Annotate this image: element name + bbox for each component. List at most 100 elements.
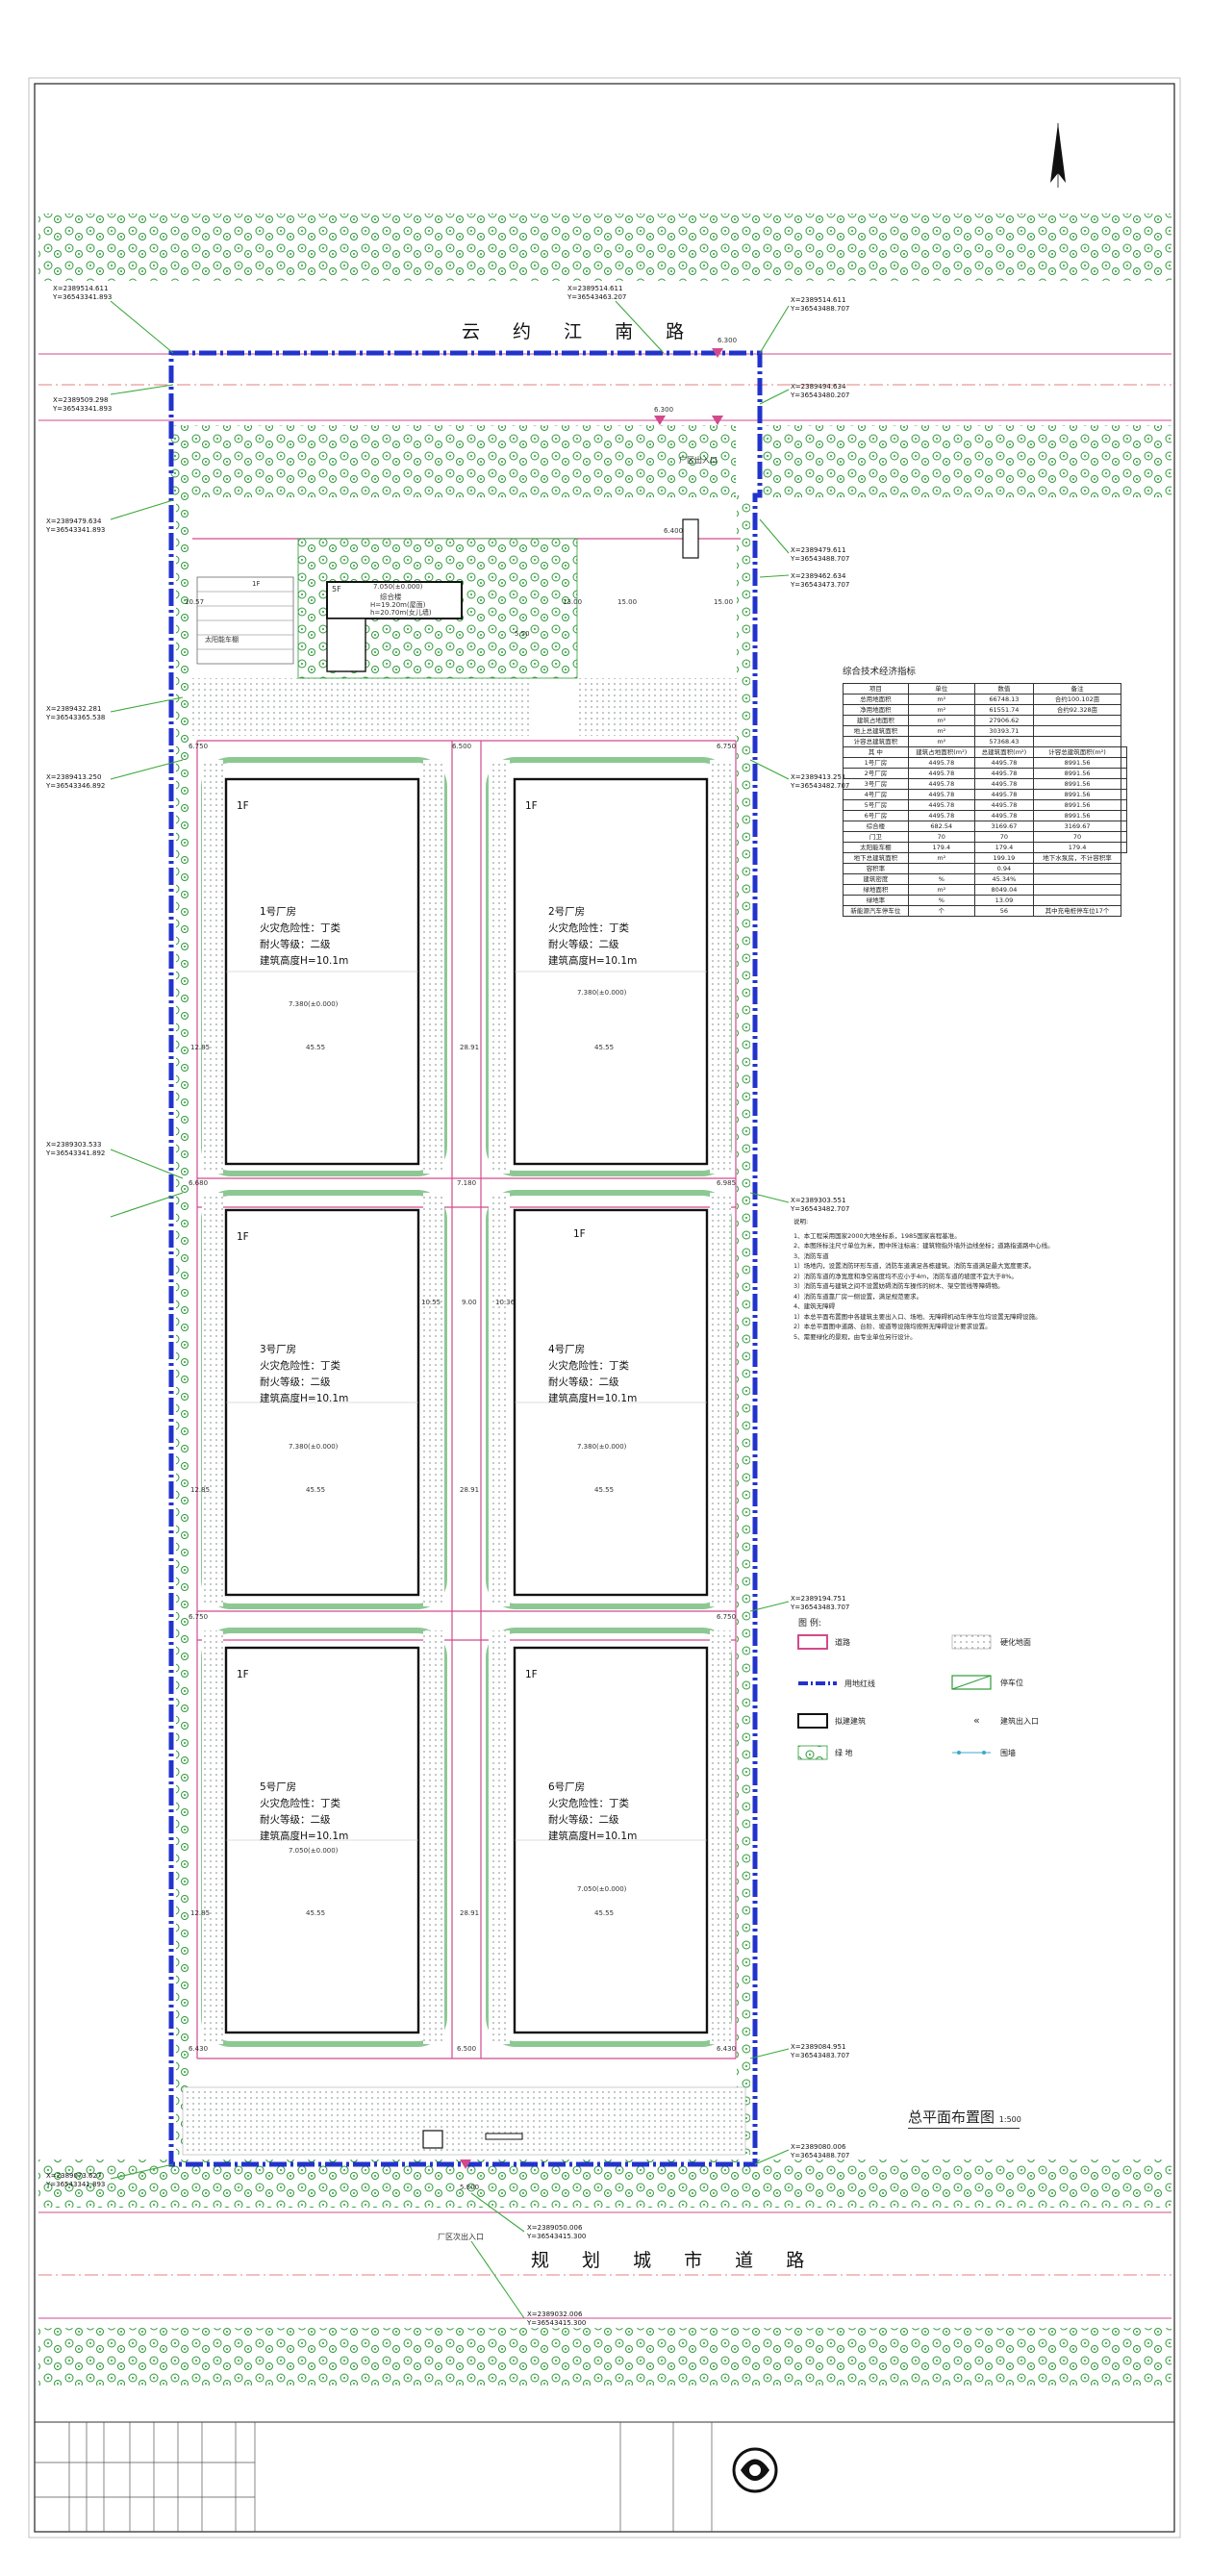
- tree-belt-north-2: [168, 425, 736, 497]
- office-floor: 5F: [332, 585, 341, 593]
- table-cell: 太阳能车棚: [843, 842, 909, 853]
- tree-belt-north-3: [760, 425, 1171, 497]
- tree-belt-bottom: [38, 2328, 1171, 2386]
- coordinate-label: X=2389514.611 Y=36543488.707: [791, 296, 850, 313]
- table-cell: 项目: [843, 683, 909, 695]
- north-arrow-icon: [1050, 123, 1066, 188]
- legend-redline: 用地红线: [844, 1679, 875, 1688]
- internal-roads: [192, 538, 741, 2059]
- factory-hazard: 火灾危险性：丁类: [260, 1360, 340, 1372]
- factory-width: 45.55: [306, 1486, 326, 1494]
- note-line: 2、本图所标注尺寸单位为米，图中所注标高：建筑物指外墙外边线坐标；道路指道路中心…: [793, 1242, 1054, 1250]
- table-cell: 45.34%: [973, 873, 1035, 885]
- factory-paving: [202, 760, 731, 2044]
- table-cell: 地下水泵房，不计容积率: [1033, 852, 1122, 864]
- factory-hazard: 火灾危险性：丁类: [548, 1798, 629, 1809]
- factory-height: 建筑高度H=10.1m: [548, 1831, 638, 1842]
- carport-hatch: [197, 591, 293, 650]
- note-line: 4）消防车道靠厂房一侧设置，满足规范要求。: [793, 1292, 923, 1301]
- factory-rating: 耐火等级：二级: [548, 939, 619, 950]
- table-cell: 0.94: [973, 863, 1035, 874]
- legend-entrance: 建筑出入口: [1000, 1717, 1039, 1726]
- table-row: 绿地率%13.09: [843, 895, 1127, 906]
- entrance-markers: [460, 348, 723, 2169]
- table-cell: 4495.78: [907, 810, 975, 821]
- table-cell: 3169.67: [973, 821, 1035, 832]
- legend-road: 道路: [835, 1638, 850, 1647]
- table-cell: 4495.78: [973, 757, 1035, 769]
- factory-hazard: 火灾危险性：丁类: [548, 922, 629, 934]
- factory-rating: 耐火等级：二级: [548, 1814, 619, 1826]
- table-cell: 数值: [973, 683, 1035, 695]
- note-line: 3）消防车道与建筑之间不设置妨碍消防车操作的树木、架空管线等障碍物。: [793, 1282, 1004, 1290]
- table-cell: m²: [907, 715, 975, 726]
- note-line: 1、本工程采用国家2000大地坐标系，1985国家高程基准。: [793, 1231, 961, 1240]
- table-cell: 8991.56: [1033, 789, 1122, 800]
- factory-name: 3号厂房: [260, 1344, 297, 1355]
- north-paving-west: [192, 678, 529, 736]
- table-cell: 4495.78: [907, 799, 975, 811]
- table-cell: 682.54: [907, 821, 975, 832]
- table-cell: 计容总建筑面积(m²): [1033, 746, 1122, 758]
- table-cell: [1121, 778, 1127, 790]
- table-cell: m²: [907, 704, 975, 716]
- elevation-mark: 6.750: [189, 743, 209, 750]
- coordinate-label: X=2389494.634 Y=36543480.207: [791, 383, 850, 399]
- factory-height: 建筑高度H=10.1m: [260, 955, 349, 967]
- table-row: 建筑密度%45.34%: [843, 873, 1127, 885]
- dimension-label: 12.85: [190, 1909, 211, 1917]
- factory-elevation: 7.380(±0.000): [577, 989, 627, 997]
- dimension-label: 12.85: [190, 1486, 211, 1494]
- table-cell: 4495.78: [973, 789, 1035, 800]
- title-block-cells: [35, 2422, 713, 2532]
- elevation-mark: 6.985: [717, 1179, 737, 1187]
- notes-title: 说明:: [793, 1218, 809, 1225]
- note-line: 2）本总平面图中道路、台阶、坡道等设施均按照无障碍设计要求设置。: [793, 1323, 992, 1330]
- plan-title-scale: 1:500: [998, 2115, 1021, 2124]
- design-notes: 说明: 1、本工程采用国家2000大地坐标系，1985国家高程基准。 2、本图所标…: [793, 1217, 1135, 1342]
- table-cell: 4495.78: [907, 768, 975, 779]
- dimension-label: 28.91: [460, 1909, 480, 1917]
- table-cell: 计容总建筑面积: [843, 736, 909, 747]
- table-cell: 单位: [907, 683, 975, 695]
- office-annex: [326, 618, 366, 672]
- office-height-roof: H=19.20m(屋面): [370, 601, 426, 609]
- elevation-mark: 6.680: [189, 1179, 209, 1187]
- table-subheader-row: 其 中建筑占地面积(m²)总建筑面积(m²)计容总建筑面积(m²): [843, 746, 1127, 758]
- elevation-mark: 6.750: [717, 1613, 737, 1621]
- coordinate-label: X=2389303.533 Y=36543341.892: [46, 1141, 106, 1157]
- table-cell: 61551.74: [973, 704, 1035, 716]
- factory-floor: 1F: [525, 1669, 538, 1680]
- table-cell: 净用地面积: [843, 704, 909, 716]
- elevation-mark: 6.750: [717, 743, 737, 750]
- table-cell: 门卫: [843, 831, 909, 843]
- table-cell: 总用地面积: [843, 694, 909, 705]
- table-cell: [1033, 895, 1122, 906]
- coordinate-label: X=2389084.951 Y=36543483.707: [791, 2043, 850, 2059]
- tech-table-title: 综合技术经济指标: [843, 667, 917, 677]
- plan-title-name: 总平面布置图: [908, 2109, 995, 2126]
- guard-house: [682, 518, 699, 559]
- south-gate: [485, 2133, 523, 2140]
- table-cell: 其中充电桩停车位17个: [1033, 905, 1122, 917]
- coordinate-label: X=2389479.634 Y=36543341.893: [46, 518, 106, 534]
- factory-rating: 耐火等级：二级: [548, 1376, 619, 1388]
- south-entrance-label: 厂区次出入口: [438, 2233, 484, 2241]
- table-cell: 8991.56: [1033, 757, 1122, 769]
- table-cell: 绿地率: [843, 895, 909, 906]
- coordinate-label: X=2389032.006 Y=36543415.300: [527, 2311, 587, 2327]
- table-cell: 1号厂房: [843, 757, 909, 769]
- coord-callouts: [110, 300, 790, 2319]
- table-cell: 4495.78: [973, 768, 1035, 779]
- note-line: 2）消防车道的净宽度和净空高度均不应小于4m，消防车道的坡度不宜大于8%。: [793, 1272, 1018, 1280]
- table-cell: 179.4: [1033, 842, 1122, 853]
- factory-floor: 1F: [573, 1228, 586, 1240]
- table-cell: 6号厂房: [843, 810, 909, 821]
- table-cell: 8049.04: [973, 884, 1035, 896]
- note-line: 1）场地内，设置消防环形车道，消防车道满足各栋建筑。消防车道满足最大宽度要求。: [793, 1262, 1036, 1270]
